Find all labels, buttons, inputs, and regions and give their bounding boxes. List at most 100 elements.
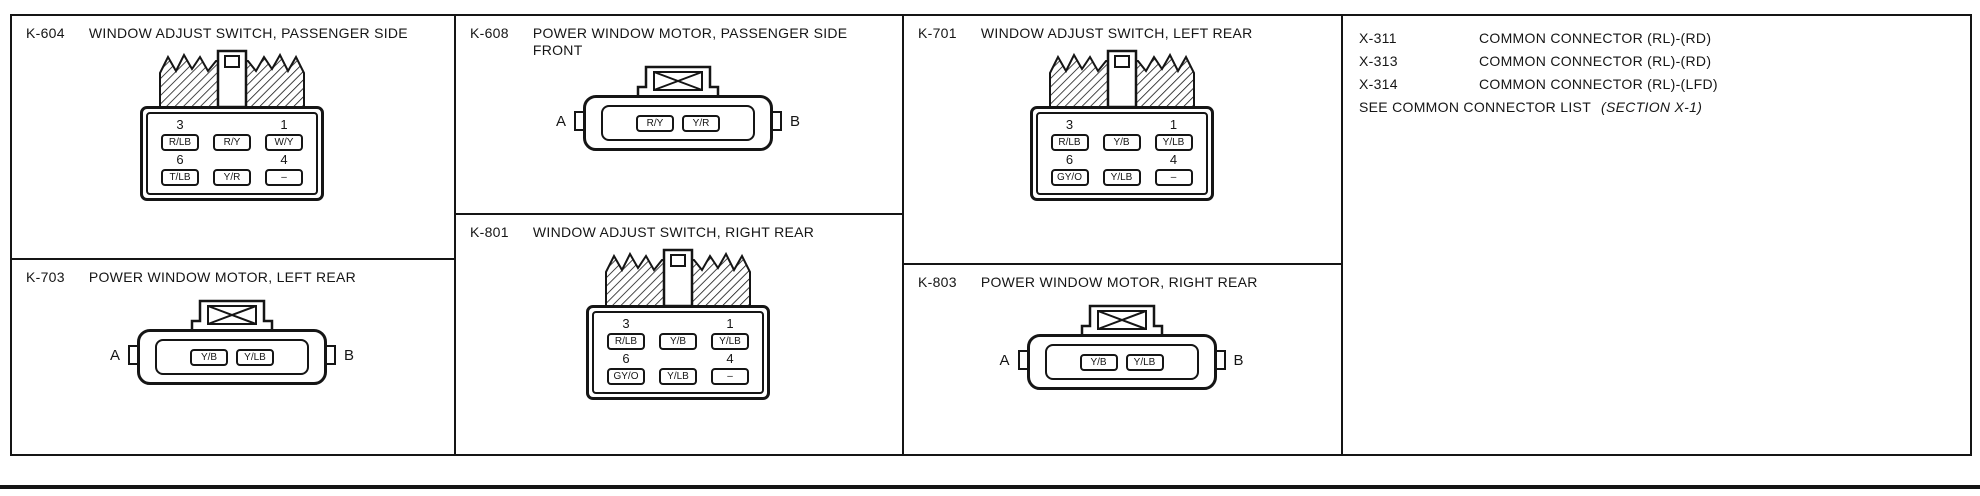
pin-grid-k801: 3 1 R/LB Y/B Y/LB 6 4 GY/O Y/LB – xyxy=(592,311,764,394)
pin-label: W/Y xyxy=(265,134,303,151)
pin-label: Y/LB xyxy=(659,368,697,385)
bolt-marker-icon xyxy=(636,65,720,97)
bolt-marker-icon xyxy=(1080,304,1163,336)
housing-outline: Y/B Y/LB xyxy=(1026,334,1217,390)
list-item: X-313 COMMON CONNECTOR (RL)-(RD) xyxy=(1359,53,1970,69)
housing-outline: R/Y Y/R xyxy=(583,95,773,151)
panel-k703: K-703 POWER WINDOW MOTOR, LEFT REAR A Y/… xyxy=(12,260,452,454)
pin-number: 1 xyxy=(1169,117,1178,132)
pin-number: 4 xyxy=(1169,152,1178,167)
panel-k701-header: K-701 WINDOW ADJUST SWITCH, LEFT REAR xyxy=(904,16,1339,41)
list-item: X-311 COMMON CONNECTOR (RL)-(RD) xyxy=(1359,30,1970,46)
panel-k801: K-801 WINDOW ADJUST SWITCH, RIGHT REAR 3… xyxy=(456,215,900,454)
connector-body-k701: 3 1 R/LB Y/B Y/LB 6 4 GY/O Y/LB – xyxy=(1029,106,1214,201)
connector-body-k604: 3 1 R/LB R/Y W/Y 6 4 T/LB Y/R – xyxy=(140,106,324,201)
connector-drawing-k703: A Y/B Y/LB B xyxy=(110,299,354,391)
connector-code-k803: K-803 xyxy=(918,274,957,290)
pin-label: Y/LB xyxy=(236,348,274,366)
panel-k701: K-701 WINDOW ADJUST SWITCH, LEFT REAR 3 … xyxy=(904,16,1339,261)
section-reference: (SECTION X-1) xyxy=(1601,99,1703,115)
pin-label: Y/B xyxy=(190,348,228,366)
pin-number: 3 xyxy=(622,316,630,331)
diagram-grid-frame xyxy=(10,14,1972,456)
pin-number: 4 xyxy=(726,351,734,366)
footer-text: SEE COMMON CONNECTOR LIST xyxy=(1359,99,1592,115)
common-connector-code: X-311 xyxy=(1359,30,1397,46)
connector-code-k701: K-701 xyxy=(918,25,957,41)
pin-number: 1 xyxy=(280,117,288,132)
pin-label: R/LB xyxy=(607,333,645,350)
pin-label: Y/LB xyxy=(1102,169,1141,186)
pin-label: – xyxy=(711,368,749,385)
pin-cavity: Y/B Y/LB xyxy=(1044,344,1199,380)
pin-number: 6 xyxy=(622,351,630,366)
panel-k604-header: K-604 WINDOW ADJUST SWITCH, PASSENGER SI… xyxy=(12,16,452,41)
pin-label: GY/O xyxy=(607,368,645,385)
terminal-letter-b: B xyxy=(789,113,800,130)
panel-k604: K-604 WINDOW ADJUST SWITCH, PASSENGER SI… xyxy=(12,16,452,256)
pin-label: – xyxy=(1154,169,1193,186)
wire-seal-hatch-icon xyxy=(604,248,752,308)
grid-divider-vertical-1 xyxy=(454,14,456,456)
connector-body-k608: A R/Y Y/R B xyxy=(556,65,800,157)
connector-title-k701: WINDOW ADJUST SWITCH, LEFT REAR xyxy=(980,25,1253,41)
connector-drawing-k701: 3 1 R/LB Y/B Y/LB 6 4 GY/O Y/LB – xyxy=(1017,47,1227,201)
panel-k801-header: K-801 WINDOW ADJUST SWITCH, RIGHT REAR xyxy=(456,215,900,240)
connector-code-k801: K-801 xyxy=(470,224,509,240)
pin-grid-k604: 3 1 R/LB R/Y W/Y 6 4 T/LB Y/R – xyxy=(146,112,318,195)
pin-label: R/LB xyxy=(1050,134,1089,151)
pin-label: Y/B xyxy=(659,333,697,350)
pin-label: Y/B xyxy=(1079,353,1118,371)
connector-title-k803: POWER WINDOW MOTOR, RIGHT REAR xyxy=(980,274,1258,290)
connector-title-k608: POWER WINDOW MOTOR, PASSENGER SIDE FRONT xyxy=(533,25,848,59)
pin-grid-k701: 3 1 R/LB Y/B Y/LB 6 4 GY/O Y/LB – xyxy=(1035,112,1208,195)
grid-divider-horizontal-col1 xyxy=(10,258,456,260)
pin-number: 1 xyxy=(726,316,734,331)
pin-label: Y/R xyxy=(213,169,251,186)
terminal-letter-b: B xyxy=(1233,352,1244,369)
pin-number: 3 xyxy=(176,117,184,132)
list-item: X-314 COMMON CONNECTOR (RL)-(LFD) xyxy=(1359,76,1970,92)
connector-title-line2: FRONT xyxy=(532,42,583,58)
connector-body-k803: A Y/B Y/LB B xyxy=(1000,304,1244,396)
connector-code-k604: K-604 xyxy=(26,25,65,41)
panel-common-connectors: X-311 COMMON CONNECTOR (RL)-(RD) X-313 C… xyxy=(1343,16,1970,454)
wire-seal-hatch-icon xyxy=(1048,49,1195,109)
panel-k608: K-608 POWER WINDOW MOTOR, PASSENGER SIDE… xyxy=(456,16,900,211)
common-connector-desc: COMMON CONNECTOR (RL)-(RD) xyxy=(1479,30,1712,46)
pin-number: 6 xyxy=(1065,152,1074,167)
pin-label: Y/R xyxy=(682,114,720,132)
pin-label: – xyxy=(265,169,303,186)
pin-number: 4 xyxy=(280,152,288,167)
connector-title-k703: POWER WINDOW MOTOR, LEFT REAR xyxy=(88,269,357,285)
page-bottom-rule xyxy=(0,485,1980,489)
panel-k608-header: K-608 POWER WINDOW MOTOR, PASSENGER SIDE… xyxy=(456,16,900,59)
common-connector-list: X-311 COMMON CONNECTOR (RL)-(RD) X-313 C… xyxy=(1343,16,1970,115)
connector-drawing-k801: 3 1 R/LB Y/B Y/LB 6 4 GY/O Y/LB – xyxy=(573,246,783,400)
connector-body-k703: A Y/B Y/LB B xyxy=(110,299,354,391)
housing-outline: Y/B Y/LB xyxy=(137,329,327,385)
grid-divider-horizontal-col2 xyxy=(454,213,904,215)
grid-divider-horizontal-col3 xyxy=(902,263,1343,265)
wire-seal-hatch-icon xyxy=(158,49,306,109)
pin-label: R/Y xyxy=(213,134,251,151)
terminal-letter-a: A xyxy=(999,352,1010,369)
pin-label: T/LB xyxy=(161,169,199,186)
pin-label: R/LB xyxy=(161,134,199,151)
pin-label: Y/B xyxy=(1102,134,1141,151)
terminal-letter-b: B xyxy=(343,347,354,364)
panel-k803: K-803 POWER WINDOW MOTOR, RIGHT REAR A Y… xyxy=(904,265,1339,454)
terminal-letter-a: A xyxy=(556,113,567,130)
connector-drawing-k803: A Y/B Y/LB B xyxy=(1000,304,1244,396)
common-connector-code: X-313 xyxy=(1359,53,1398,69)
pin-number: 3 xyxy=(1065,117,1074,132)
pin-label: GY/O xyxy=(1050,169,1089,186)
common-connector-desc: COMMON CONNECTOR (RL)-(RD) xyxy=(1479,53,1712,69)
connector-body-k801: 3 1 R/LB Y/B Y/LB 6 4 GY/O Y/LB – xyxy=(586,305,770,400)
pin-number: 6 xyxy=(176,152,184,167)
common-connector-footer: SEE COMMON CONNECTOR LIST (SECTION X-1) xyxy=(1359,99,1970,115)
pin-label: Y/LB xyxy=(1154,134,1193,151)
connector-code-k703: K-703 xyxy=(26,269,65,285)
common-connector-code: X-314 xyxy=(1359,76,1398,92)
